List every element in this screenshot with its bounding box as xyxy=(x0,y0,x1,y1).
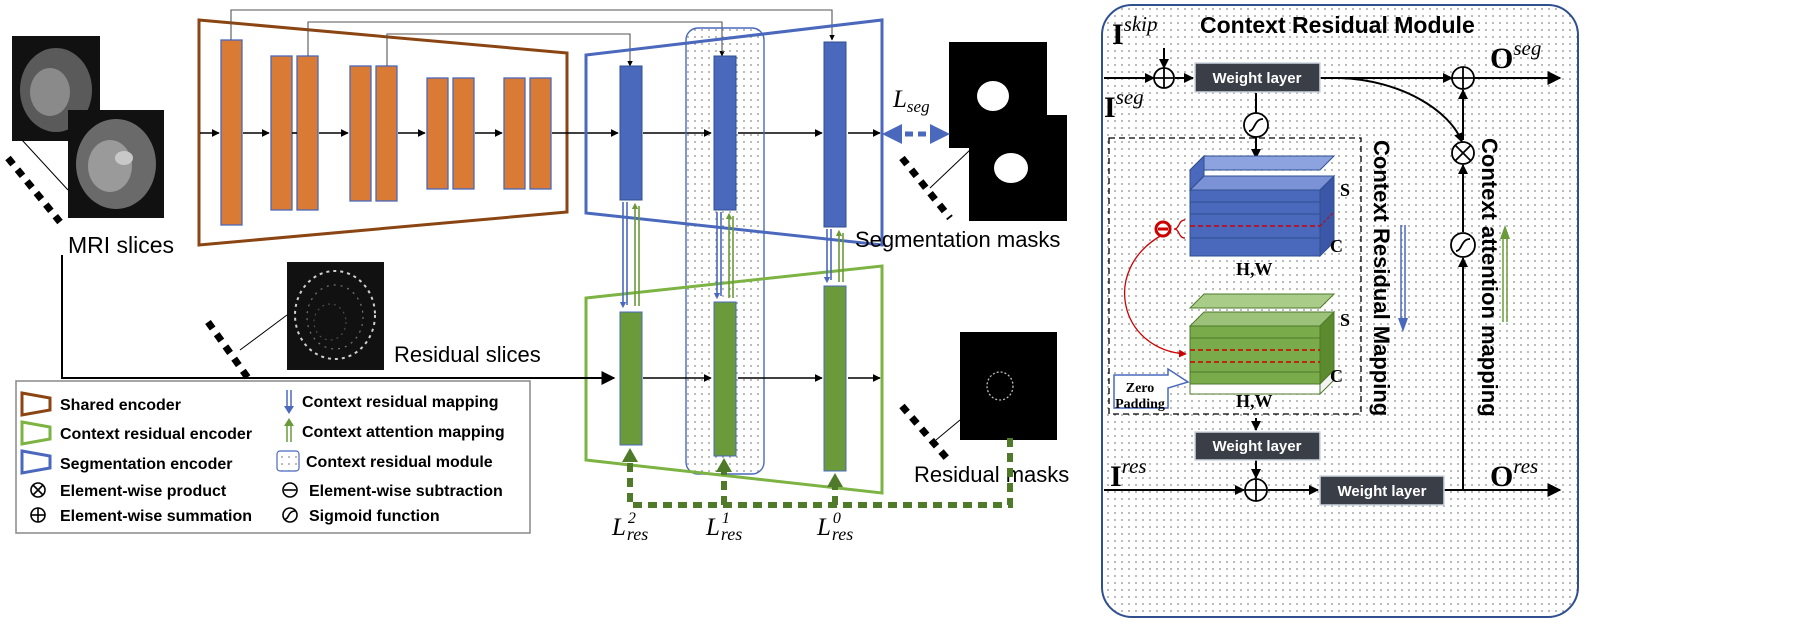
legend-context-residual-encoder: Context residual encoder xyxy=(60,426,252,443)
segmentation-feature-cube xyxy=(1188,154,1336,258)
residual-mask-image xyxy=(899,332,1057,465)
sum-op-output-seg xyxy=(1451,66,1475,90)
legend-segmentation-encoder: Segmentation encoder xyxy=(60,456,232,473)
input-seg-label: Iseg xyxy=(1104,85,1144,124)
legend-product-icon xyxy=(30,482,46,498)
legend-sigmoid: Sigmoid function xyxy=(309,508,440,525)
module-flow xyxy=(1104,48,1562,497)
legend-element-product: Element-wise product xyxy=(60,483,227,500)
svg-text:Padding: Padding xyxy=(1115,397,1165,412)
cube-blue-c: C xyxy=(1330,236,1343,256)
legend-context-residual-mapping: Context residual mapping xyxy=(302,394,498,411)
context-attention-mapping-label: Context attention mapping xyxy=(1477,138,1502,417)
residual-loss-lines xyxy=(627,438,1013,508)
input-res-label: Ires xyxy=(1110,454,1147,493)
legend-attention-mapping-icon xyxy=(284,418,294,442)
cube-blue-hw: H,W xyxy=(1236,259,1273,279)
legend-element-subtraction: Element-wise subtraction xyxy=(309,483,503,500)
residual-feature-cube xyxy=(1188,293,1336,396)
residual-slice-image xyxy=(205,262,384,381)
context-residual-mapping-arrow xyxy=(1398,225,1408,332)
mapping-arrows xyxy=(619,202,844,309)
mri-slices-label: MRI slices xyxy=(68,232,174,258)
product-op xyxy=(1451,141,1475,165)
zero-padding-callout: Zero Padding xyxy=(1113,367,1190,412)
cube-green-hw: H,W xyxy=(1236,391,1273,411)
shared-encoder-shape xyxy=(197,18,569,247)
legend-shared-encoder-icon xyxy=(20,391,52,417)
context-attention-mapping-arrow xyxy=(1500,225,1510,322)
encoder-blocks xyxy=(220,39,552,226)
context-residual-mapping-box xyxy=(1108,137,1362,415)
residual-masks-label: Residual masks xyxy=(914,462,1069,487)
output-seg-label: Oseg xyxy=(1490,36,1541,75)
svg-text:Zero: Zero xyxy=(1126,381,1155,396)
sum-op-res xyxy=(1244,478,1268,502)
residual-slices-label: Residual slices xyxy=(394,342,541,367)
legend-sigmoid-icon xyxy=(282,507,298,523)
svg-text:Weight layer: Weight layer xyxy=(1338,483,1427,500)
cube-blue-s: S xyxy=(1340,180,1350,200)
legend: Shared encoder Context residual encoder … xyxy=(15,380,531,534)
input-skip-label: Iskip xyxy=(1112,12,1158,51)
legend-module-icon xyxy=(276,450,300,472)
legend-summation-icon xyxy=(30,507,46,523)
legend-element-summation: Element-wise summation xyxy=(60,508,252,525)
legend-residual-mapping-icon xyxy=(284,390,294,414)
legend-subtraction-icon xyxy=(282,482,298,498)
segmentation-blocks xyxy=(619,41,847,228)
weight-layer-bottom: Weight layer xyxy=(1319,475,1445,506)
cube-green-s: S xyxy=(1340,310,1350,330)
loss-seg-label: Lseg xyxy=(892,86,930,116)
legend-context-residual-encoder-icon xyxy=(20,420,52,446)
weight-layer-top: Weight layer xyxy=(1194,62,1321,93)
sigmoid-op-attention xyxy=(1450,232,1476,258)
legend-segmentation-encoder-icon xyxy=(20,449,52,475)
subtraction-arrow xyxy=(1124,219,1187,358)
residual-loss-arrowheads xyxy=(622,448,843,487)
legend-shared-encoder: Shared encoder xyxy=(60,397,181,414)
context-residual-encoder-shape xyxy=(584,264,884,495)
sigmoid-op-residual xyxy=(1243,112,1269,138)
context-residual-mapping-label: Context Residual Mapping xyxy=(1369,140,1394,416)
legend-context-residual-module: Context residual module xyxy=(306,454,493,471)
cube-green-c: C xyxy=(1330,366,1343,386)
residual-input-line xyxy=(61,255,616,385)
svg-text:Weight layer: Weight layer xyxy=(1213,70,1302,87)
mri-slices-group xyxy=(5,36,164,225)
context-residual-blocks xyxy=(619,285,847,472)
segmentation-masks-images xyxy=(899,42,1067,221)
module-title: Context Residual Module xyxy=(1200,12,1475,38)
legend-context-attention-mapping: Context attention mapping xyxy=(302,424,505,441)
output-res-label: Ores xyxy=(1490,454,1538,493)
weight-layer-middle: Weight layer xyxy=(1194,431,1321,461)
svg-text:Weight layer: Weight layer xyxy=(1213,438,1302,455)
sum-op-skip xyxy=(1153,67,1175,89)
segmentation-masks-label: Segmentation masks xyxy=(855,227,1060,252)
segmentation-encoder-shape xyxy=(584,18,884,247)
